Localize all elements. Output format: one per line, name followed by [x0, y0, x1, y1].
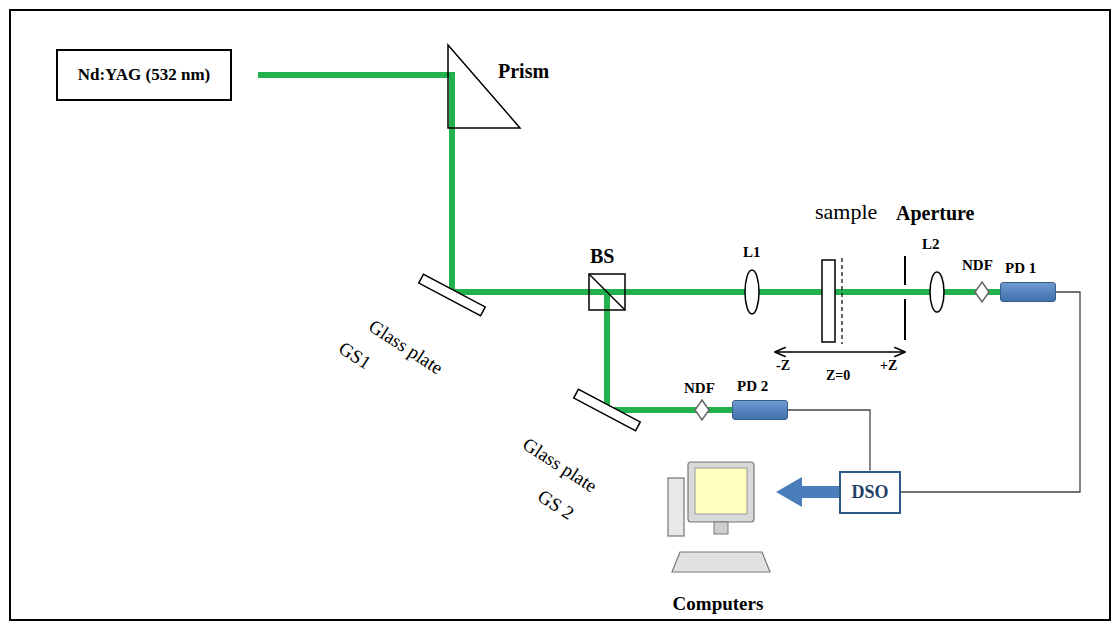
oscilloscope-box: DSO: [839, 471, 900, 514]
part-label: NDF: [962, 257, 993, 274]
lens: [930, 272, 944, 312]
computer-icon: [668, 462, 770, 572]
laser-source-box: Nd:YAG (532 nm): [56, 49, 233, 101]
laser-beam: [258, 75, 1000, 410]
part-label: BS: [590, 245, 614, 267]
node-label: PD 1: [1005, 260, 1036, 277]
node-label: Nd:YAG (532 nm): [78, 65, 211, 85]
node-label: PD 2: [737, 378, 768, 395]
nd-filter: [975, 282, 989, 302]
lens: [745, 270, 759, 314]
part-label: -Z: [776, 358, 790, 373]
glass-plate: [419, 274, 486, 316]
part-label: Aperture: [896, 202, 975, 224]
nd-filter: [695, 400, 709, 420]
computer-node: Computers: [660, 461, 776, 615]
part-label: L1: [743, 244, 761, 261]
z-axis: [775, 351, 905, 353]
part-label: +Z: [880, 358, 897, 373]
part-label: sample: [815, 200, 877, 224]
sample-cell: [822, 260, 835, 342]
prism-symbol: [448, 45, 520, 128]
part-label: Glass plate: [519, 434, 601, 497]
data-transfer-arrow: [800, 486, 839, 498]
signal-cable: [788, 410, 870, 471]
glass-plate: [574, 389, 641, 431]
node-label: DSO: [851, 482, 888, 503]
part-label: Glass plate: [365, 316, 447, 379]
part-label: GS1: [335, 338, 375, 374]
beam-splitter: [589, 274, 625, 310]
part-label: GS 2: [534, 486, 578, 525]
photodetector-box: PD 1: [1000, 282, 1056, 302]
part-label: Z=0: [826, 368, 850, 383]
photodetector-box: PD 2: [732, 400, 788, 420]
aperture: [904, 256, 906, 340]
focal-plane: [841, 258, 842, 344]
part-label: NDF: [684, 380, 715, 397]
signal-cable: [901, 292, 1081, 492]
outer-frame: [10, 10, 1110, 620]
part-label: Prism: [498, 60, 549, 82]
part-label: L2: [922, 236, 940, 253]
node-label: Computers: [660, 593, 776, 615]
